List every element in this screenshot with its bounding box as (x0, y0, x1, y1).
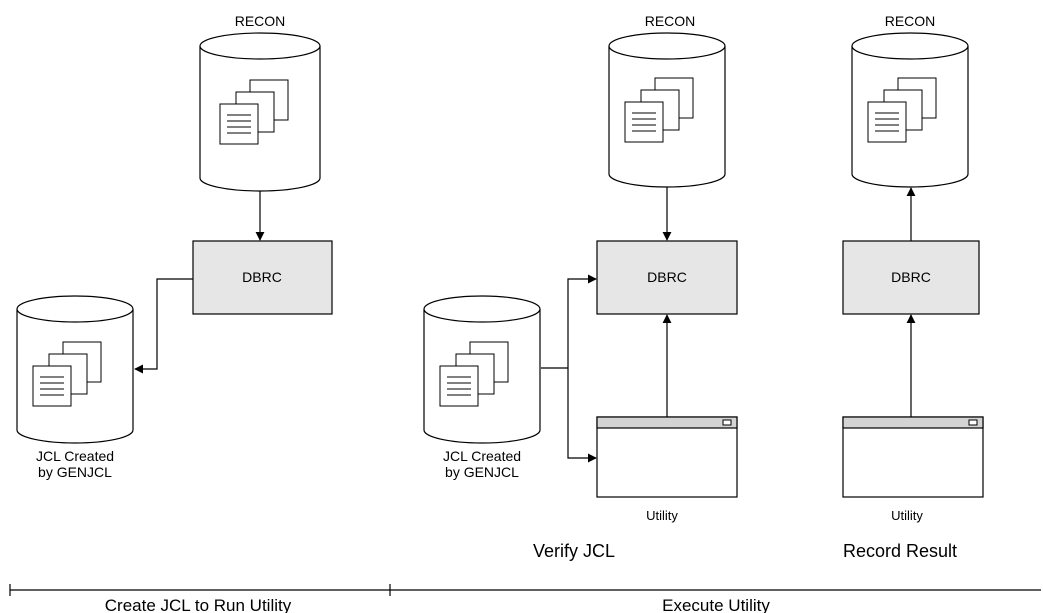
recon-database-1 (199, 32, 321, 192)
utility-label-1: Utility (646, 508, 678, 523)
jcl-dataset-1 (16, 295, 134, 444)
jcl-label-line2-1: by GENJCL (38, 464, 112, 480)
jcl-label-line2-2: by GENJCL (445, 464, 519, 480)
jcl-dataset-2 (423, 295, 541, 444)
arrow-jcl2-to-utility1 (567, 368, 597, 463)
recon-label-2: RECON (645, 13, 696, 29)
recon-database-3 (851, 32, 969, 188)
arrow-dbrc1-to-jcl1 (134, 278, 193, 374)
window-button-icon (968, 419, 978, 426)
step-title-verify: Verify JCL (533, 541, 615, 561)
dbrc-box-1 (192, 240, 333, 315)
arrow-jcl2-to-dbrc2 (567, 274, 597, 368)
window-button-icon (722, 419, 732, 426)
recon-database-2 (608, 32, 726, 188)
step-title-record: Record Result (843, 541, 957, 561)
utility-label-2: Utility (891, 508, 923, 523)
dbrc-box-2 (596, 240, 738, 315)
phase-label-execute: Execute Utility (662, 596, 770, 613)
utility-window-2 (842, 416, 984, 498)
recon-label-1: RECON (235, 13, 286, 29)
jcl-label-line1-1: JCL Created (36, 448, 114, 464)
phase-label-create: Create JCL to Run Utility (105, 596, 292, 613)
phase-timeline (9, 584, 1041, 596)
connectors (134, 187, 916, 463)
dbrc-label-3: DBRC (891, 269, 931, 285)
jcl-label-line1-2: JCL Created (443, 448, 521, 464)
dbrc-label-1: DBRC (242, 269, 282, 285)
dbrc-label-2: DBRC (647, 269, 687, 285)
recon-label-3: RECON (885, 13, 936, 29)
utility-window-1 (596, 416, 738, 498)
